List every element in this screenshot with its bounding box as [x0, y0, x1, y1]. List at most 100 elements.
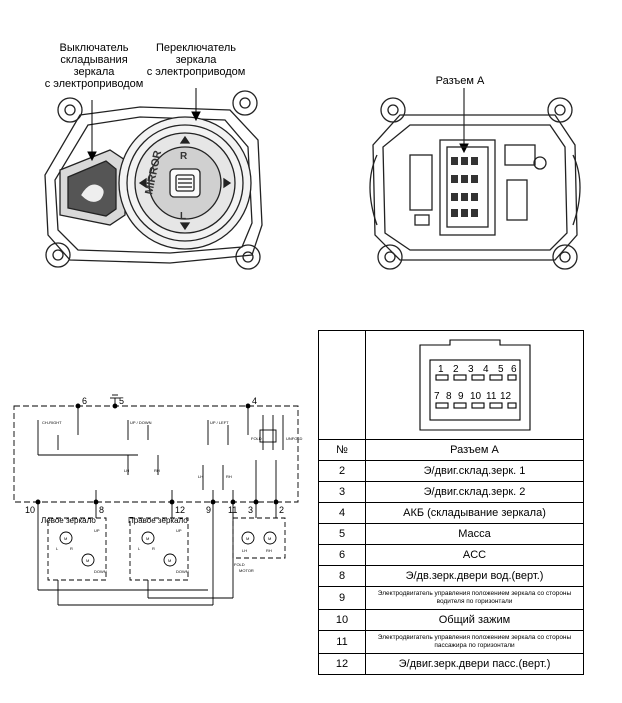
switch-label-lh-2: LH — [198, 474, 203, 479]
table-row: 10 Общий зажим — [318, 609, 584, 631]
pin-10-label: 10 — [25, 505, 35, 515]
connector-pin-1: 1 — [438, 364, 444, 375]
table-row: 2 Э/двиг.склад.зерк. 1 — [318, 460, 584, 482]
connector-pin-10: 10 — [470, 391, 482, 402]
connector-diagram-row: 1 2 3 4 5 6 7 8 9 10 11 12 — [318, 330, 584, 440]
fold-switch-label-line4: с электроприводом — [44, 78, 144, 90]
table-row: 3 Э/двиг.склад.зерк. 2 — [318, 481, 584, 503]
small-label-motor: MOTOR — [239, 568, 254, 573]
table-row: 4 АКБ (складывание зеркала) — [318, 502, 584, 524]
row-desc: Э/двиг.склад.зерк. 1 — [365, 460, 584, 482]
row-desc: Э/дв.зерк.двери вод.(верт.) — [365, 565, 584, 587]
switch-label-unfold: UNFOLD — [286, 436, 303, 441]
pin-12-label: 12 — [175, 505, 185, 515]
knob-l-text: L — [180, 211, 186, 222]
row-num: 12 — [318, 653, 366, 675]
connector-pin-7: 7 — [434, 391, 440, 402]
motor-m-2: M — [86, 558, 89, 563]
connector-pin-9: 9 — [458, 391, 464, 402]
row-num: 10 — [318, 609, 366, 631]
knob-r-text: R — [180, 151, 188, 162]
row-desc: АКБ (складывание зеркала) — [365, 502, 584, 524]
pin-3-label: 3 — [248, 505, 253, 515]
switch-label-rh-2: RH — [226, 474, 232, 479]
table-row: 9 Электродвигатель управления положением… — [318, 586, 584, 610]
small-label-up-left: UP — [94, 528, 100, 533]
switch-rear-illustration — [369, 97, 581, 270]
small-label-r-right: R — [152, 546, 155, 551]
right-mirror-label: Правое зеркало — [128, 516, 188, 525]
row-num: 6 — [318, 544, 366, 566]
row-num: 2 — [318, 460, 366, 482]
row-num: 9 — [318, 586, 366, 610]
fold-switch-label-line1: Выключатель — [59, 42, 129, 54]
pin-6-label: 6 — [82, 396, 87, 406]
connector-diagram-blank — [318, 330, 366, 440]
small-label-r-left: R — [70, 546, 73, 551]
row-num: 8 — [318, 565, 366, 587]
small-label-l-left: L — [56, 546, 59, 551]
fold-switch-label-line2: складывания — [60, 54, 128, 66]
connector-pin-6: 6 — [511, 364, 517, 375]
fold-switch-label: Выключатель складывания зеркала с электр… — [35, 42, 153, 90]
table-header-row: № Разъем А — [318, 439, 584, 461]
motor-m-6: M — [268, 536, 271, 541]
connector-pin-5: 5 — [498, 364, 504, 375]
table-row: 8 Э/дв.зерк.двери вод.(верт.) — [318, 565, 584, 587]
connector-pin-8: 8 — [446, 391, 452, 402]
motor-m-1: M — [64, 536, 67, 541]
mirror-switch-label-line1: Переключатель — [155, 42, 237, 54]
switch-label-lh-1: LH — [124, 468, 129, 473]
row-num: 5 — [318, 523, 366, 545]
pin-8-label: 8 — [99, 505, 104, 515]
small-label-lh-fold: LH — [242, 548, 247, 553]
small-label-fold-motor: FOLD — [234, 562, 245, 567]
row-desc: Масса — [365, 523, 584, 545]
motor-m-5: M — [246, 536, 249, 541]
connector-face-diagram: 1 2 3 4 5 6 7 8 9 10 11 12 — [418, 339, 531, 431]
left-mirror-label: Левое зеркало — [41, 516, 96, 525]
fold-switch-label-line3: зеркала — [73, 66, 115, 78]
pin-9-label: 9 — [206, 505, 211, 515]
switch-label-ch-right: CH-RIGHT — [42, 420, 62, 425]
pin-4-label: 4 — [252, 396, 257, 406]
connector-diagram-cell: 1 2 3 4 5 6 7 8 9 10 11 12 — [365, 330, 584, 440]
wiring-schematic: 6 5 4 10 8 12 9 11 3 2 Левое зеркало Пра… — [13, 394, 303, 606]
pin-11-label: 11 — [228, 505, 237, 515]
table-row: 6 ACC — [318, 544, 584, 566]
row-desc: Электродвигатель управления положением з… — [365, 630, 584, 654]
small-label-up-right: UP — [176, 528, 182, 533]
small-label-l-right: L — [138, 546, 141, 551]
connector-a-label: Разъем А — [435, 75, 485, 87]
mirror-switch-label-line3: с электроприводом — [146, 66, 246, 78]
connector-pin-3: 3 — [468, 364, 474, 375]
small-label-down-right: DOWN — [176, 569, 189, 574]
table-row: 12 Э/двиг.зерк.двери пасс.(верт.) — [318, 653, 584, 675]
row-desc: Электродвигатель управления положением з… — [365, 586, 584, 610]
connector-table: 1 2 3 4 5 6 7 8 9 10 11 12 № Разъем А 2 … — [318, 330, 584, 675]
pin-2-label: 2 — [279, 505, 284, 515]
row-desc: Э/двиг.склад.зерк. 2 — [365, 481, 584, 503]
mirror-switch-label-line2: зеркала — [175, 54, 217, 66]
header-connector: Разъем А — [365, 439, 584, 461]
switch-label-up-down: UP / DOWN — [130, 420, 152, 425]
small-label-rh-fold: RH — [266, 548, 272, 553]
pin-5-label: 5 — [119, 396, 124, 406]
connector-pin-4: 4 — [483, 364, 489, 375]
switch-label-up-left: UP / LEFT — [210, 420, 229, 425]
row-desc: Э/двиг.зерк.двери пасс.(верт.) — [365, 653, 584, 675]
table-row: 11 Электродвигатель управления положение… — [318, 630, 584, 654]
row-desc: Общий зажим — [365, 609, 584, 631]
switch-label-fold: FOLD — [251, 436, 262, 441]
row-num: 3 — [318, 481, 366, 503]
mirror-switch-label: Переключатель зеркала с электроприводом — [137, 42, 255, 78]
row-desc: ACC — [365, 544, 584, 566]
connector-pin-2: 2 — [453, 364, 459, 375]
motor-m-3: M — [146, 536, 149, 541]
table-row: 5 Масса — [318, 523, 584, 545]
connector-pin-11: 11 — [486, 391, 497, 402]
switch-label-rh-1: RH — [154, 468, 160, 473]
connector-pin-12: 12 — [500, 391, 512, 402]
row-num: 4 — [318, 502, 366, 524]
header-num: № — [318, 439, 366, 461]
